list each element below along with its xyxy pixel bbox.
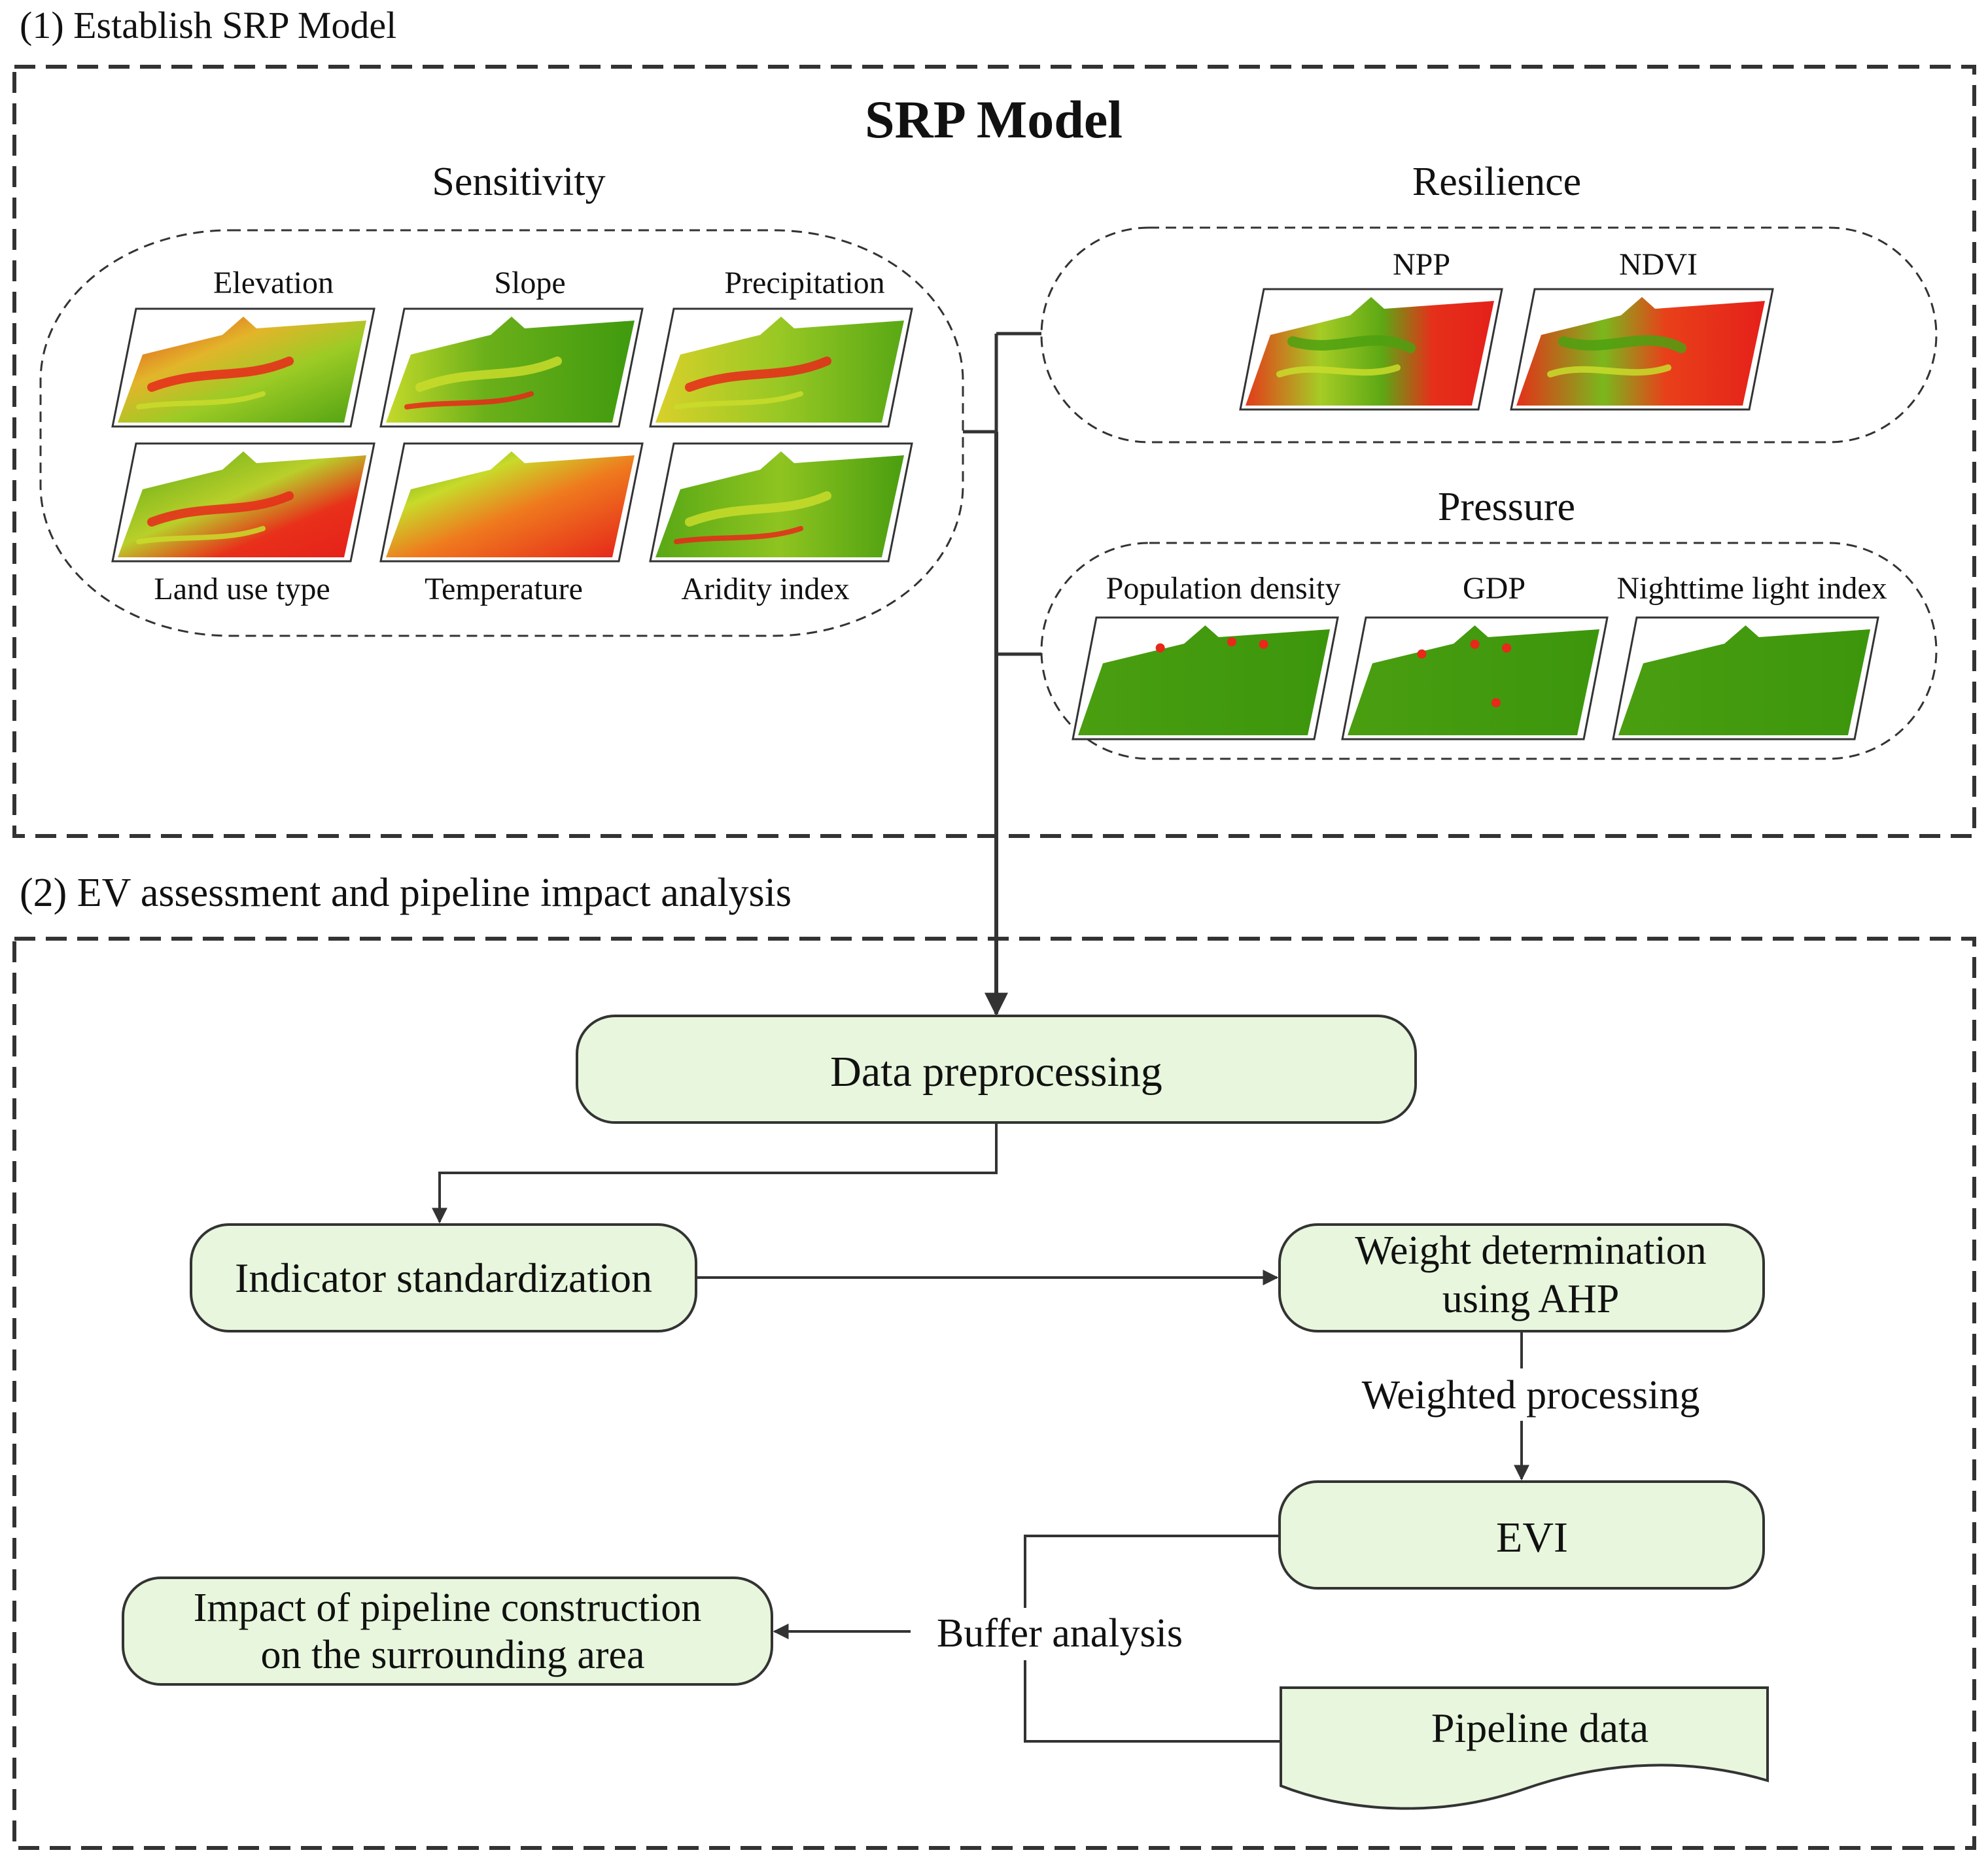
buffer-analysis-label: Buffer analysis [937, 1611, 1183, 1656]
elevation-map-streak-1 [147, 357, 294, 392]
slope-map [379, 307, 644, 428]
ndvi-map [1510, 288, 1774, 411]
precipitation-map [649, 307, 913, 428]
srp-model-title: SRP Model [865, 90, 1123, 149]
land-use-map-streak-1 [147, 491, 294, 527]
land-use-map-streak-2 [136, 526, 266, 544]
gdp-map-hotspot [1470, 639, 1480, 649]
npp-map-raster [1246, 297, 1494, 406]
elevation-map-streak-2 [136, 391, 266, 409]
gdp-map-raster [1348, 625, 1599, 735]
aridity-index-map-streak-2 [674, 526, 803, 544]
map-label-elevation: Elevation [213, 266, 334, 300]
evi-label: EVI [1496, 1514, 1568, 1561]
pipeline-data-label: Pipeline data [1431, 1705, 1648, 1751]
pipeline-data-node [1280, 1686, 1769, 1810]
population-density-map [1072, 616, 1339, 740]
slope-map-streak-2 [404, 391, 534, 409]
precipitation-map-streak-1 [685, 357, 831, 392]
ndvi-map-streak-2 [1547, 364, 1671, 377]
resilience-title: Resilience [1412, 160, 1581, 204]
precipitation-map-streak-2 [674, 391, 803, 409]
slope-map-streak-1 [415, 357, 562, 392]
impact-label-1: Impact of pipeline construction [194, 1586, 701, 1630]
section1-heading: (1) Establish SRP Model [20, 4, 396, 46]
map-label-ndvi: NDVI [1619, 247, 1698, 282]
population-density-map-hotspot [1227, 637, 1236, 647]
nighttime-light-map [1612, 616, 1879, 740]
section2-frame [12, 937, 1976, 1850]
sensitivity-title: Sensitivity [432, 160, 605, 204]
map-label-land-use-type: Land use type [154, 572, 330, 606]
map-label-temperature: Temperature [425, 572, 583, 606]
map-label-npp: NPP [1393, 247, 1450, 282]
data-preprocessing-label: Data preprocessing [830, 1048, 1162, 1096]
map-label-aridity-index: Aridity index [681, 572, 849, 606]
gdp-map-hotspot [1417, 649, 1427, 659]
impact-label-2: on the surrounding area [260, 1633, 644, 1677]
map-thumbnails [111, 288, 1879, 740]
weighted-processing-label-bg [1328, 1368, 1734, 1421]
section2-heading: (2) EV assessment and pipeline impact an… [20, 871, 792, 915]
nighttime-light-map-raster [1618, 625, 1870, 735]
resilience-group [1040, 226, 1938, 444]
gdp-map-hotspot [1491, 698, 1501, 708]
npp-map [1239, 288, 1503, 411]
buffer-analysis-label-bg [911, 1608, 1209, 1660]
map-label-precipitation: Precipitation [724, 266, 884, 300]
land-use-map [111, 442, 375, 563]
ndvi-map-raster [1516, 297, 1765, 406]
map-label-population-density: Population density [1106, 571, 1341, 606]
temperature-map [379, 442, 644, 563]
indicator-standardization-label: Indicator standardization [235, 1255, 652, 1301]
gdp-map [1341, 616, 1609, 740]
weight-determination-label-2: using AHP [1442, 1277, 1619, 1321]
preprocessing-to-standardization-arrow [432, 1123, 998, 1224]
aridity-index-map-streak-1 [685, 491, 831, 527]
aridity-index-map [649, 442, 913, 563]
temperature-map-raster [386, 451, 635, 557]
population-density-map-hotspot [1259, 639, 1268, 649]
ndvi-map-streak-1 [1558, 335, 1686, 353]
population-density-map-hotspot [1155, 643, 1165, 653]
population-density-map-raster [1078, 625, 1330, 735]
map-label-slope: Slope [494, 266, 565, 300]
sensitivity-group [39, 229, 964, 637]
weighted-processing-label: Weighted processing [1362, 1373, 1700, 1418]
elevation-map [111, 307, 375, 428]
impact-node [122, 1576, 773, 1686]
map-label-gdp: GDP [1463, 571, 1526, 606]
npp-map-streak-1 [1287, 335, 1416, 353]
npp-map-streak-2 [1276, 364, 1401, 377]
map-label-nighttime-light-index: Nighttime light index [1616, 571, 1887, 606]
weight-determination-label-1: Weight determination [1355, 1228, 1706, 1273]
gdp-map-hotspot [1502, 643, 1512, 653]
pressure-title: Pressure [1438, 485, 1575, 529]
